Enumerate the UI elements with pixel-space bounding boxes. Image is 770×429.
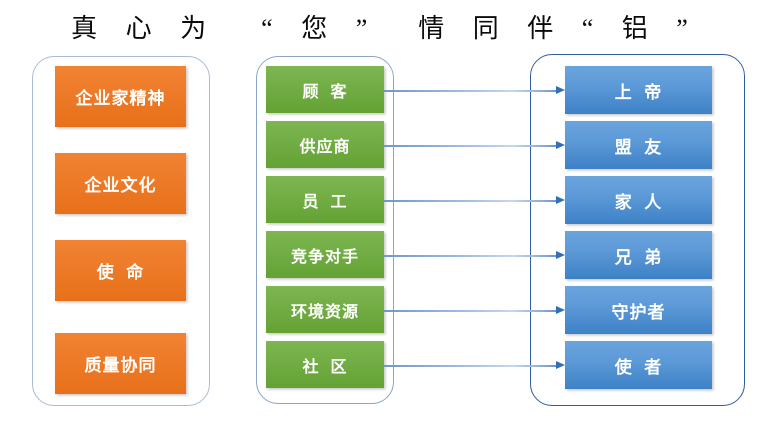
right-box-1[interactable]: 上 帝 xyxy=(565,66,712,114)
right-box-4[interactable]: 兄 弟 xyxy=(565,231,712,279)
title-segment-2: “ 您 ” xyxy=(261,13,379,43)
left-box-1[interactable]: 企业家精神 xyxy=(55,66,186,127)
left-box-3[interactable]: 使 命 xyxy=(55,240,186,301)
left-box-2[interactable]: 企业文化 xyxy=(55,153,186,214)
right-box-3[interactable]: 家 人 xyxy=(565,176,712,224)
middle-box-5[interactable]: 环境资源 xyxy=(266,286,384,333)
left-box-4[interactable]: 质量协同 xyxy=(55,333,186,394)
right-box-5[interactable]: 守护者 xyxy=(565,286,712,334)
middle-box-2[interactable]: 供应商 xyxy=(266,121,384,168)
middle-box-4[interactable]: 竞争对手 xyxy=(266,231,384,278)
right-box-2[interactable]: 盟 友 xyxy=(565,121,712,169)
page-title: 真 心 为 “ 您 ” 情 同 伴 “ 铝 ” xyxy=(0,6,770,46)
title-segment-3: 情 同 伴 “ 铝 ” xyxy=(418,13,699,43)
middle-box-6[interactable]: 社 区 xyxy=(266,341,384,388)
middle-box-3[interactable]: 员 工 xyxy=(266,176,384,223)
middle-box-1[interactable]: 顾 客 xyxy=(266,66,384,113)
right-box-6[interactable]: 使 者 xyxy=(565,341,712,389)
title-segment-1: 真 心 为 xyxy=(71,13,218,43)
